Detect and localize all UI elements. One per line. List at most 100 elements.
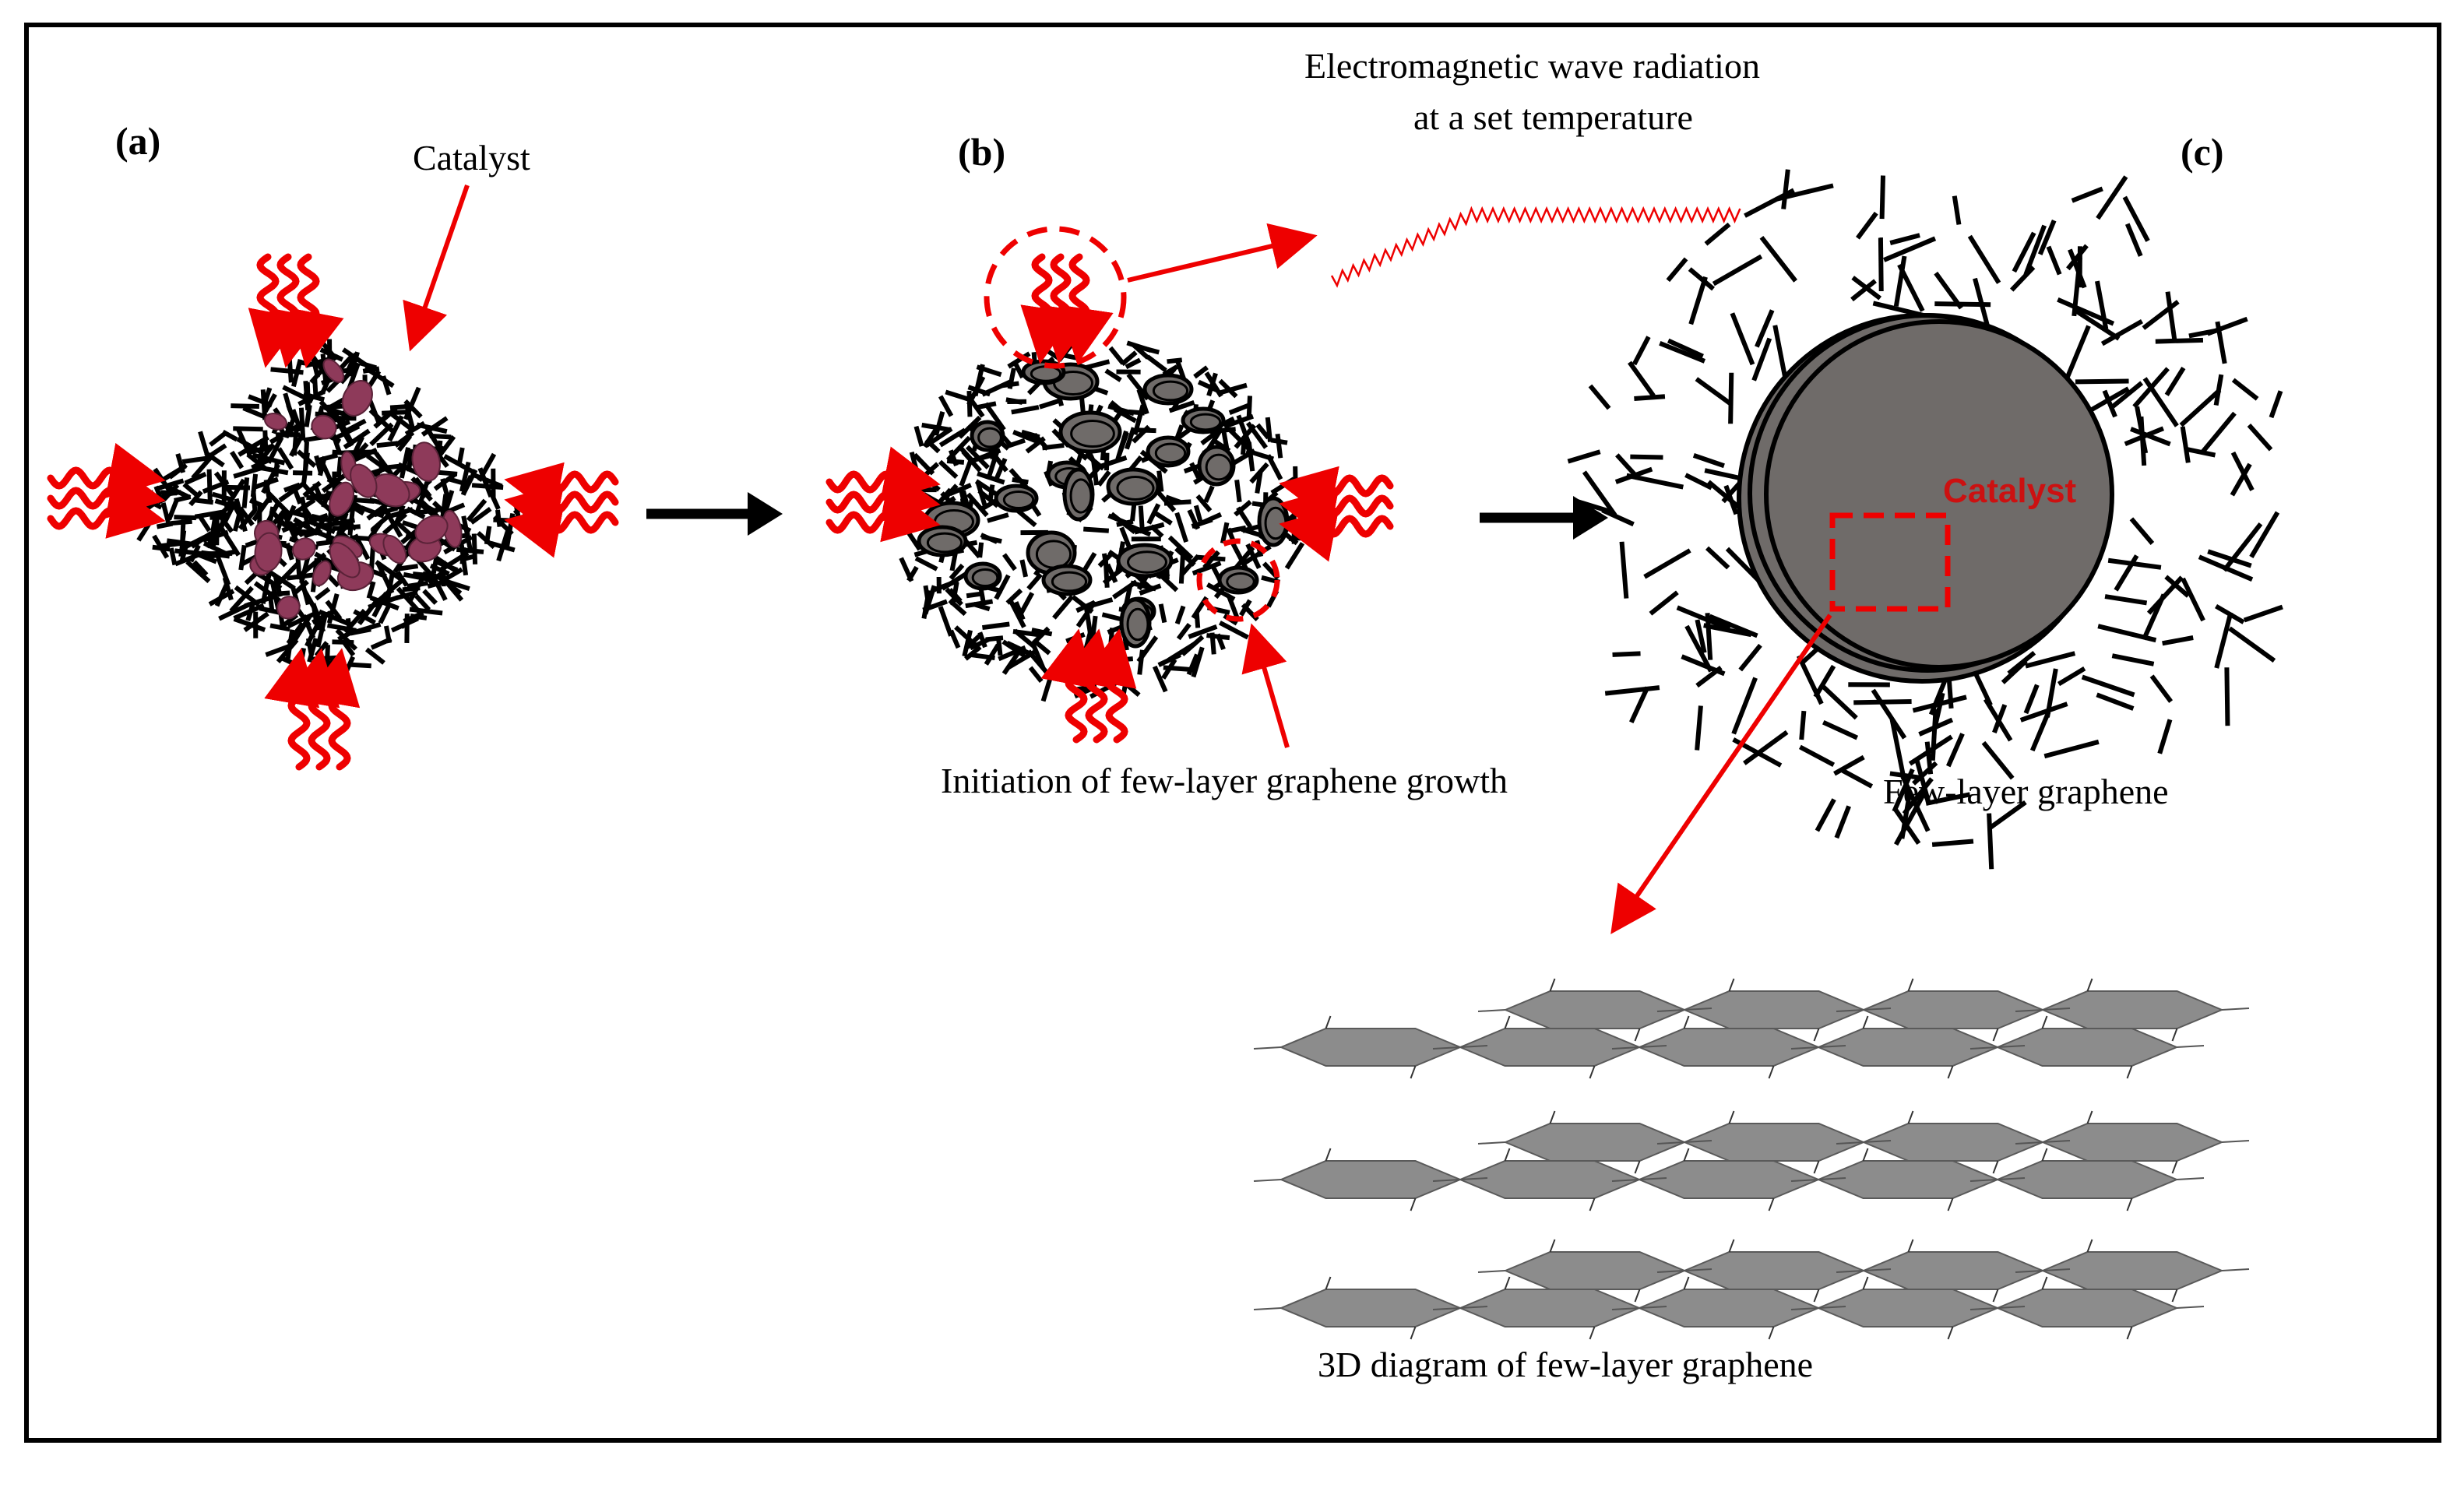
carbon-stick [387,415,404,442]
carbon-stick [1176,622,1192,641]
carbon-stick [1021,429,1040,440]
graphene-nucleus-ring [971,568,999,588]
carbon-stick [182,482,199,498]
carbon-stick [283,415,297,438]
bond [1728,1239,1735,1253]
graphene-nucleus-ring [1226,571,1255,592]
carbon-stick [266,436,284,464]
bond [1818,1306,1846,1309]
carbon-stick [2102,389,2117,418]
carbon-stick [1759,235,1797,283]
bond [1656,1141,1685,1145]
graphene-3d-layers [1253,978,2250,1340]
carbon-stick [1730,312,1755,366]
initiation-pointer-arrow [1241,623,1290,748]
panel-b [825,206,1741,748]
bond [1253,1307,1282,1310]
catalyst-particle [414,515,449,544]
carbon-stick [2122,195,2150,242]
carbon-stick [304,621,321,648]
carbon-stick [2213,374,2224,406]
carbon-stick [1012,476,1029,485]
carbon-stick [2214,611,2233,669]
carbon-stick [259,606,280,615]
carbon-stick [495,509,502,527]
bond [1813,1028,1820,1042]
carbon-stick [1188,624,1218,639]
bond [1683,1148,1690,1162]
carbon-stick [2164,575,2190,598]
carbon-stick [381,375,392,396]
catalyst-particle [329,481,354,517]
bond [2176,1306,2205,1309]
carbon-stick [2243,604,2283,623]
carbon-stick [270,367,304,375]
carbon-stick [966,591,984,599]
carbon-stick [1134,522,1165,535]
carbon-stick [969,637,991,651]
bond [1768,1065,1775,1079]
carbon-stick [442,567,463,583]
carbon-stick [1738,643,1762,672]
carbon-stick [302,441,309,473]
carbon-stick [396,434,413,452]
bond [1410,1197,1417,1211]
carbon-stick [384,573,395,606]
carbon-stick [2023,224,2047,276]
carbon-stick [2064,325,2091,380]
carbon-stick [2135,406,2149,454]
carbon-stick [931,578,959,593]
bond [1634,1028,1641,1042]
carbon-stick [273,459,280,477]
carbon-stick [1889,719,1906,778]
bond [1549,978,1556,992]
carbon-stick [443,454,476,475]
carbon-stick [1181,635,1205,656]
carbon-stick [1128,409,1145,416]
carbon-stick [1091,461,1100,486]
carbon-stick [1632,336,1651,366]
carbon-stick [484,526,492,545]
carbon-stick [938,395,954,417]
carbon-stick [1130,580,1156,592]
carbon-stick [315,411,340,418]
bond [1969,1046,1998,1050]
bond [2126,1065,2133,1079]
carbon-stick [152,544,171,552]
catalyst-particle [350,463,378,498]
bond [1907,978,1914,992]
carbon-stick [1042,442,1065,451]
bond [1639,1045,1667,1048]
carbon-stick [1109,400,1125,414]
heat-wave-arrow [47,483,166,539]
carbon-stick [1856,211,1878,240]
carbon-stick [2094,280,2109,330]
carbon-stick [1666,257,1688,283]
carbon-stick [466,498,488,522]
bond [2126,1326,2133,1340]
carbon-stick [1039,398,1061,410]
carbon-stick [1245,543,1262,569]
bond [1477,1270,1506,1273]
bond [1947,1197,1954,1211]
catalyst-particle [382,534,407,564]
carbon-stick [945,587,963,607]
carbon-stick [1688,267,1715,291]
heat-wave-arrow [1081,628,1137,744]
catalyst-particle [276,596,301,620]
carbon-stick [238,506,255,527]
carbon-stick [1146,354,1167,373]
carbon-stick [2179,388,2222,427]
carbon-stick [1083,526,1110,533]
carbon-stick [1180,554,1201,576]
carbon-stick [1191,517,1213,529]
bond [1504,1276,1511,1290]
carbon-stick [1772,325,1789,383]
carbon-stick [208,589,235,607]
bond [1549,1110,1556,1124]
carbon-stick [1103,556,1110,588]
carbon-stick [1973,277,1990,326]
bond [1432,1046,1461,1050]
bond [1410,1065,1417,1079]
carbon-stick [2107,557,2162,570]
